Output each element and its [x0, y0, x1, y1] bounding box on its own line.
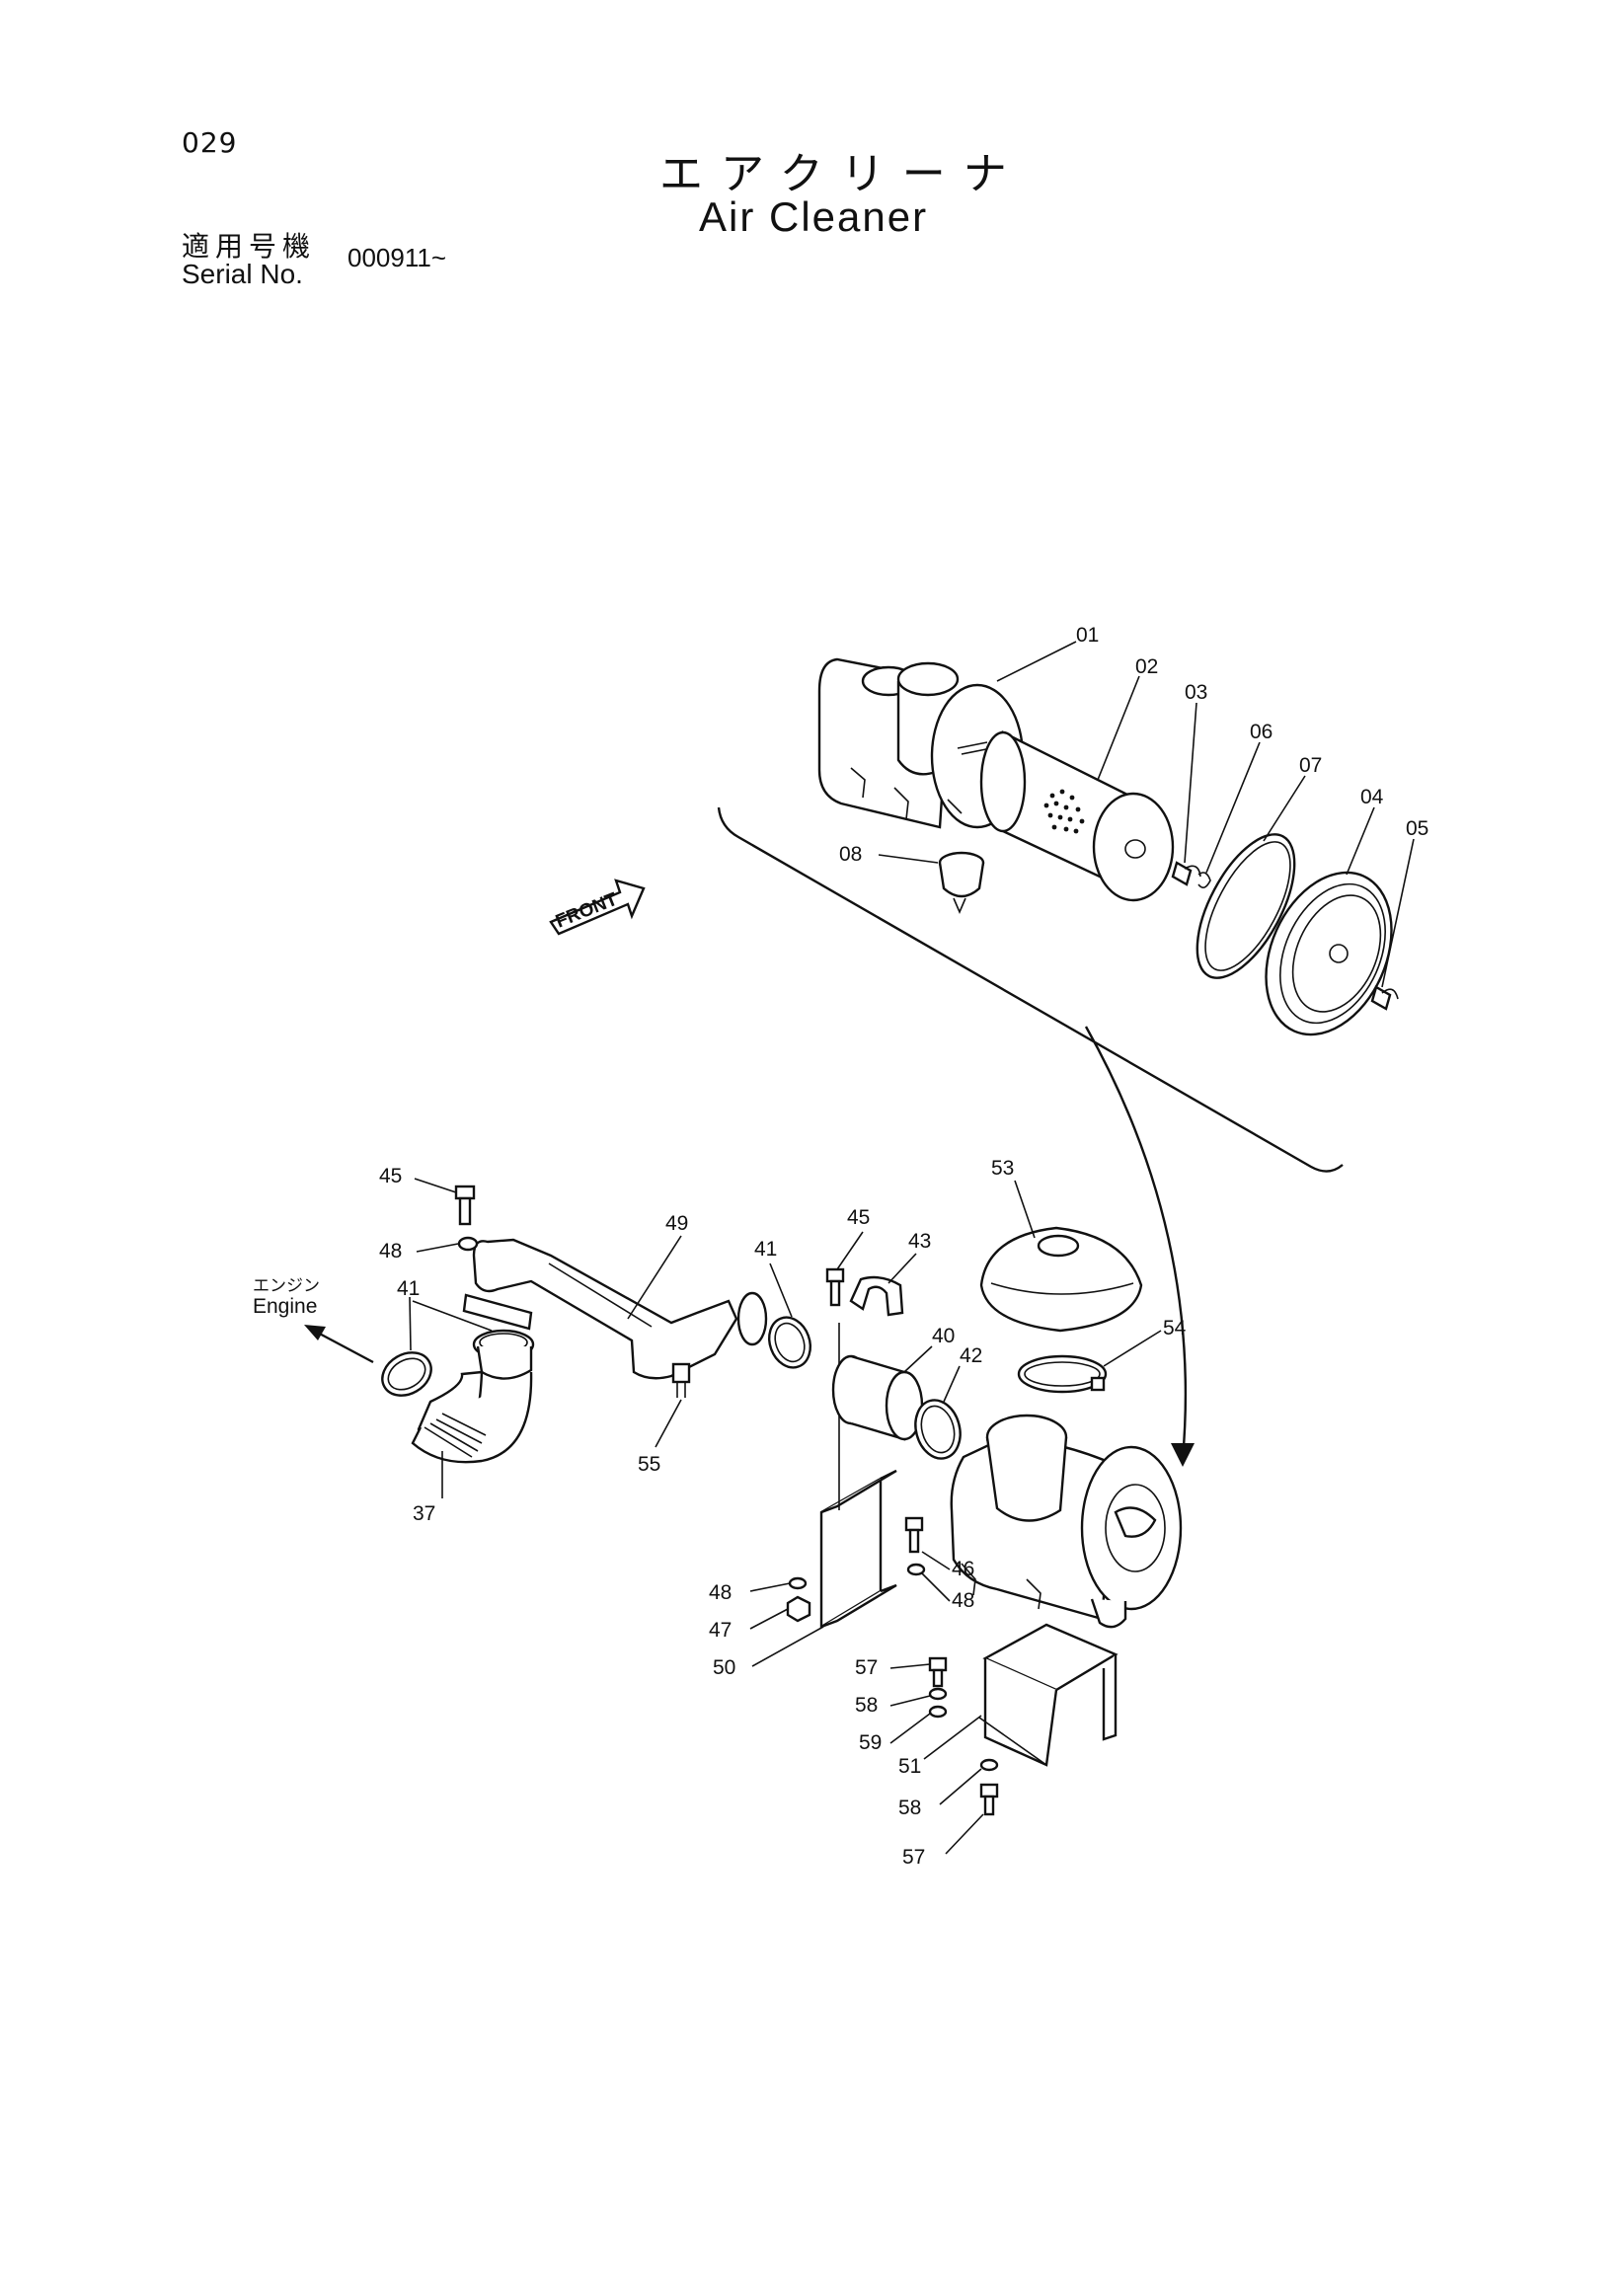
wing-nut-05	[1370, 985, 1399, 1011]
serial-label-japanese: 適用号機	[182, 230, 317, 263]
callout-42: 42	[960, 1344, 982, 1367]
leader-lines	[409, 641, 1415, 1855]
filter-element-02	[979, 730, 1175, 902]
cover-04	[1265, 871, 1393, 1036]
callout-51: 51	[898, 1755, 921, 1778]
engine-arrow-head	[304, 1325, 326, 1340]
callout-45-middle: 45	[847, 1206, 870, 1229]
gasket-06	[1197, 872, 1211, 888]
bolt-46	[904, 1516, 924, 1554]
callout-58-upper: 58	[855, 1694, 878, 1717]
bracket-51	[978, 1623, 1119, 1767]
engine-direction-arrow	[313, 1329, 374, 1364]
washer-58-lower	[979, 1758, 999, 1772]
callout-05: 05	[1406, 817, 1428, 840]
rain-cap-53	[979, 1226, 1143, 1333]
callout-labels: 01 02 03 06 07 04 05 08 45 48 41 49 41 4…	[379, 624, 1428, 1869]
hose-elbow-37	[411, 1370, 533, 1464]
callout-57-lower: 57	[902, 1846, 925, 1869]
assembly-arrow-head	[1171, 1443, 1195, 1467]
band-54	[1017, 1354, 1108, 1394]
callout-02: 02	[1135, 655, 1158, 678]
callout-01: 01	[1076, 624, 1099, 647]
hose-clamp-42	[914, 1399, 962, 1460]
callout-41-left: 41	[397, 1277, 420, 1300]
hose-clamp-41-lower	[381, 1351, 432, 1397]
bracket-50	[819, 1323, 897, 1630]
washer-48-right	[906, 1563, 926, 1576]
washer-48-middle	[788, 1576, 808, 1590]
callout-59: 59	[859, 1731, 882, 1754]
callout-06: 06	[1250, 721, 1273, 743]
intake-hose-40	[831, 1354, 924, 1441]
bolt-57-upper	[928, 1656, 948, 1688]
bracket-clamp-43	[849, 1275, 904, 1317]
engine-label-japanese: エンジン	[253, 1276, 320, 1295]
bolt-45-middle	[825, 1267, 845, 1307]
nut-47	[786, 1595, 811, 1623]
wing-nut-03	[1171, 861, 1201, 886]
washer-48-left	[457, 1236, 479, 1252]
front-label: FRONT	[553, 889, 621, 933]
callout-45-left: 45	[379, 1165, 402, 1187]
callout-47: 47	[709, 1619, 732, 1642]
seal-ring-07	[1196, 833, 1296, 979]
title-japanese: エアクリーナ	[659, 149, 1025, 199]
callout-04: 04	[1360, 786, 1384, 808]
air-cleaner-housing-lower	[950, 1414, 1183, 1629]
washer-58-upper	[928, 1687, 948, 1701]
bolt-45-left	[454, 1185, 476, 1226]
title-english: Air Cleaner	[699, 193, 929, 240]
serial-value: 000911~	[347, 243, 447, 272]
callout-55: 55	[638, 1453, 660, 1476]
callout-48-middle: 48	[709, 1581, 732, 1604]
callout-07: 07	[1299, 754, 1322, 777]
evacuator-valve-08	[938, 851, 985, 915]
upper-assembly: FRONT	[549, 657, 1399, 1467]
page-number: 029	[182, 126, 238, 159]
callout-53: 53	[991, 1157, 1014, 1180]
sensor-55	[671, 1362, 691, 1398]
hose-clamp-41-middle	[768, 1316, 811, 1369]
callout-54: 54	[1163, 1317, 1187, 1339]
engine-label-english: Engine	[253, 1295, 317, 1318]
callout-58-lower: 58	[898, 1797, 921, 1819]
serial-label-english: Serial No.	[182, 259, 303, 289]
callout-49: 49	[665, 1212, 688, 1235]
assembly-arrow-line	[1084, 1026, 1188, 1460]
hose-coupling	[476, 1345, 533, 1380]
callout-48-left: 48	[379, 1240, 402, 1263]
boundary-line	[717, 806, 1344, 1173]
callout-03: 03	[1185, 681, 1207, 704]
callout-37: 37	[413, 1502, 435, 1525]
front-direction-arrow: FRONT	[549, 879, 646, 936]
callout-40: 40	[932, 1325, 955, 1347]
callout-08: 08	[839, 843, 862, 866]
callout-50: 50	[713, 1656, 735, 1679]
lower-assembly: エンジン Engine	[253, 1185, 1183, 1816]
washer-59	[928, 1705, 948, 1719]
callout-48-right: 48	[952, 1589, 974, 1612]
pipe-flange	[462, 1293, 533, 1331]
bolt-57-lower	[979, 1783, 999, 1816]
callout-57-upper: 57	[855, 1656, 878, 1679]
callout-43: 43	[908, 1230, 931, 1253]
callout-41-middle: 41	[754, 1238, 777, 1261]
callout-46: 46	[952, 1558, 974, 1580]
